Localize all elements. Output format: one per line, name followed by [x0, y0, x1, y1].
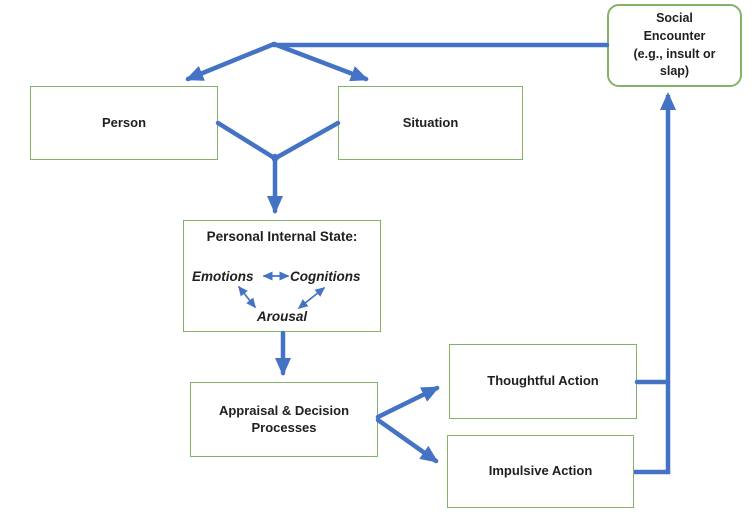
edge-apex-to-person [185, 41, 277, 82]
node-thoughtful-label: Thoughtful Action [487, 373, 599, 389]
node-situation-label: Situation [402, 114, 459, 130]
node-appraisal-decision: Appraisal & Decision Processes [190, 382, 378, 457]
edge-appraisal-to-thoughtful [375, 385, 440, 420]
node-person: Person [30, 86, 218, 160]
edge-person-to-join [215, 120, 279, 162]
node-person-label: Person [101, 114, 147, 130]
node-impulsive-action: Impulsive Action [447, 435, 634, 508]
edge-impulsive-to-social [634, 92, 676, 475]
node-situation: Situation [338, 86, 523, 160]
node-personal-internal-state: Personal Internal State: Emotions Cognit… [183, 220, 381, 332]
pis-emotions-label: Emotions [192, 269, 254, 284]
node-social-encounter: Social Encounter (e.g., insult or slap) [607, 4, 742, 87]
node-impulsive-label: Impulsive Action [488, 463, 593, 479]
edge-appraisal-to-impulsive [375, 417, 439, 464]
personal-internal-state-title: Personal Internal State: [206, 229, 358, 244]
edge-apex-to-situation [271, 41, 369, 82]
node-thoughtful-action: Thoughtful Action [449, 344, 637, 419]
pis-arousal-label: Arousal [256, 309, 308, 324]
edge-situation-to-join [271, 120, 341, 162]
pis-cognitions-label: Cognitions [290, 269, 361, 284]
node-appraisal-label: Appraisal & Decision Processes [218, 402, 350, 435]
node-social-encounter-label: Social Encounter (e.g., insult or slap) [633, 11, 716, 79]
